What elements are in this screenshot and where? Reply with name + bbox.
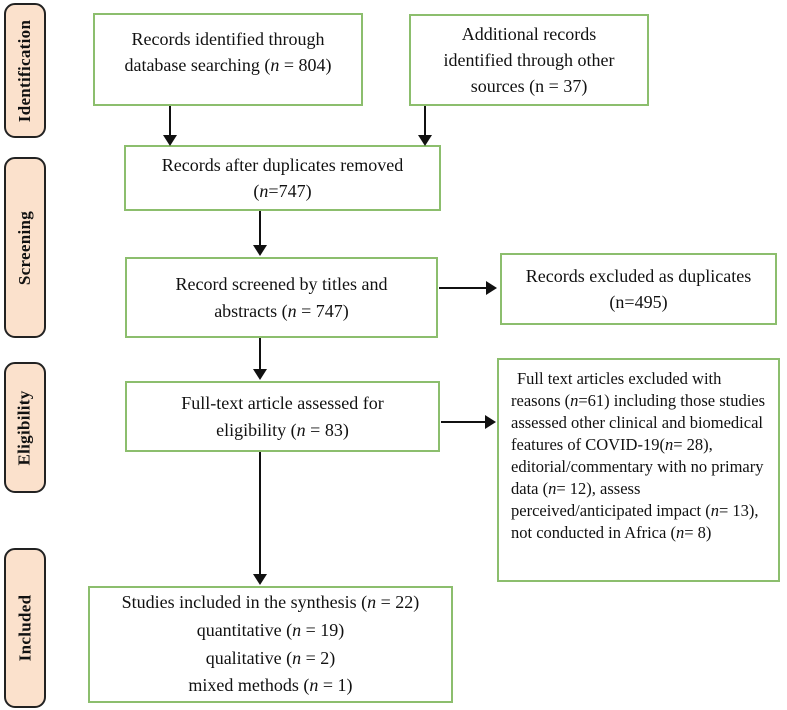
box-studies-included: Studies included in the synthesis (n = 2…	[88, 586, 453, 703]
stage-label-identification: Identification	[4, 3, 46, 138]
stage-label-eligibility: Eligibility	[4, 362, 46, 493]
arrow-fulltext-to-included	[253, 452, 267, 585]
box-after-duplicates-removed: Records after duplicates removed(n=747)	[124, 145, 441, 211]
arrow-fulltext-to-excluded	[441, 415, 496, 429]
stage-label-screening: Screening	[4, 157, 46, 338]
box-text: Records after duplicates removed(n=747)	[161, 154, 404, 201]
arrow-screened-to-excluded	[439, 281, 497, 295]
box-fulltext-excluded-reasons: Full text articles excluded with reasons…	[497, 358, 780, 582]
stage-label-text: Included	[15, 594, 34, 662]
box-text: Studies included in the synthesis (n = 2…	[121, 591, 420, 696]
arrow-additional-to-dedup	[418, 106, 432, 146]
box-records-excluded-duplicates: Records excluded as duplicates(n=495)	[500, 253, 777, 325]
box-text: Full text articles excluded with reasons…	[511, 369, 766, 542]
box-text: Records excluded as duplicates(n=495)	[525, 265, 752, 312]
arrow-identified-to-dedup	[163, 106, 177, 146]
stage-label-text: Eligibility	[15, 389, 34, 466]
arrow-screened-to-fulltext	[253, 338, 267, 380]
stage-label-text: Identification	[15, 19, 34, 122]
stage-label-included: Included	[4, 548, 46, 708]
stage-label-text: Screening	[15, 210, 35, 285]
arrow-dedup-to-screened	[253, 211, 267, 256]
